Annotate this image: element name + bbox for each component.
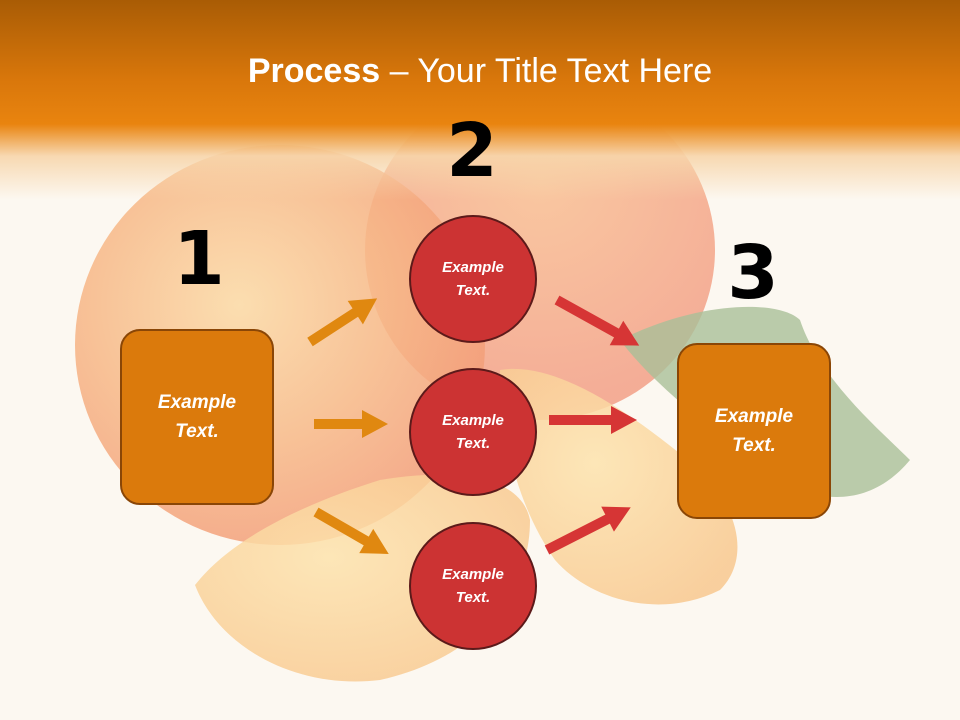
circle-bottom-line2: Text. (455, 589, 491, 606)
arrow-right-up (544, 506, 631, 555)
circle-bottom[interactable]: Example Text. (409, 522, 537, 650)
step-number-3: 3 (727, 230, 779, 316)
left-process-box[interactable]: Example Text. (120, 329, 274, 505)
title-rest: – Your Title Text Here (380, 52, 713, 90)
left-box-line2: Text. (175, 421, 219, 442)
right-process-box[interactable]: Example Text. (677, 343, 831, 519)
circle-bottom-line1: Example (442, 566, 504, 583)
step-number-2: 2 (446, 108, 498, 194)
step-number-1: 1 (173, 216, 225, 302)
arrow-left-up (307, 298, 378, 347)
arrow-right-down (554, 295, 640, 346)
arrow-right-middle (549, 406, 637, 434)
circle-middle-line1: Example (442, 412, 504, 429)
title-bold: Process (247, 52, 381, 90)
arrow-left-down (313, 507, 389, 554)
circle-top-line2: Text. (455, 282, 491, 299)
circle-middle-line2: Text. (455, 435, 491, 452)
header-band (0, 0, 960, 200)
circle-middle[interactable]: Example Text. (409, 368, 537, 496)
right-box-line2: Text. (732, 435, 776, 456)
left-box-line1: Example (157, 392, 237, 413)
right-box-line1: Example (714, 406, 794, 427)
arrow-left-middle (314, 410, 388, 438)
circle-top-line1: Example (442, 259, 504, 276)
slide-title: Process – Your Title Text Here (0, 52, 960, 91)
circle-top[interactable]: Example Text. (409, 215, 537, 343)
